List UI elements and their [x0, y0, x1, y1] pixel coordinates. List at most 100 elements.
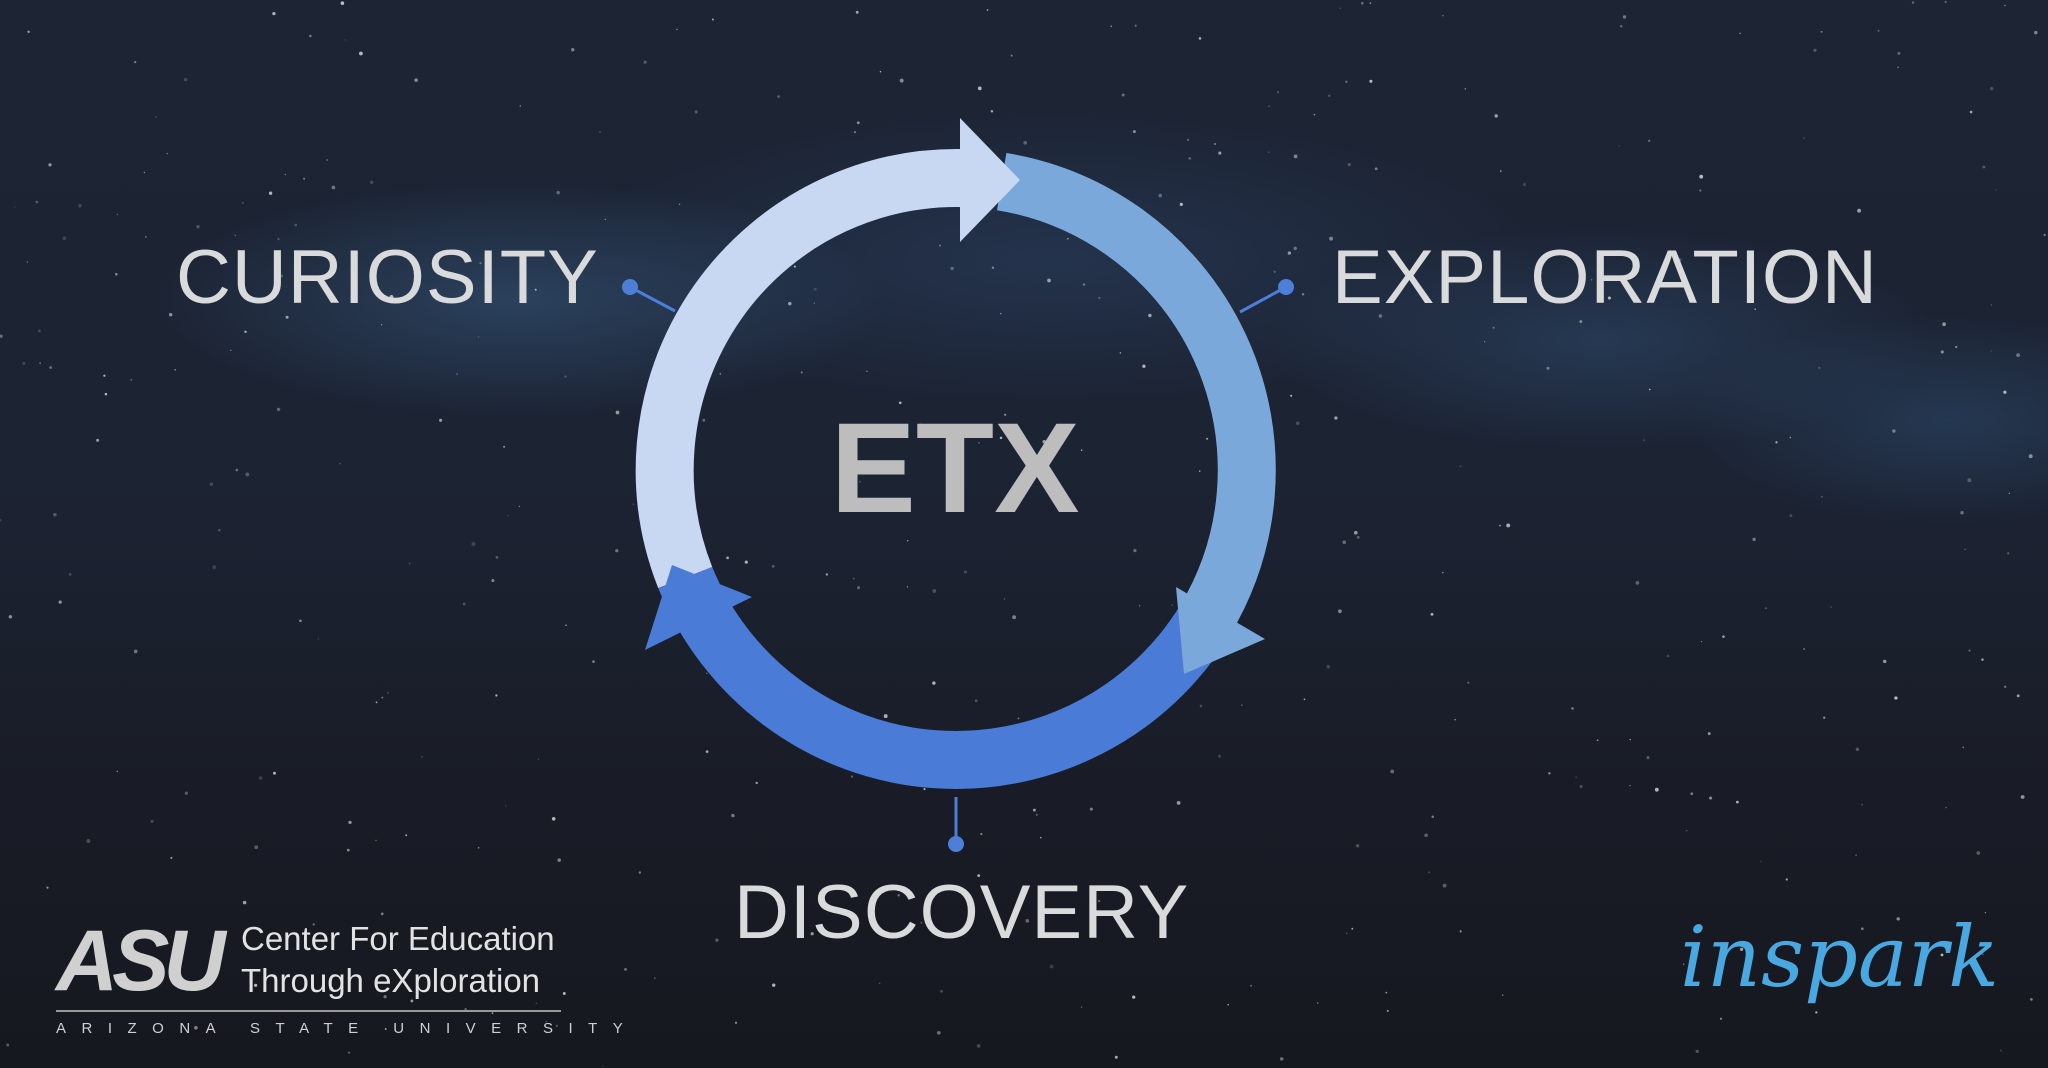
- star: [325, 158, 329, 162]
- star: [1579, 784, 1583, 789]
- star: [1736, 800, 1739, 804]
- star: [906, 586, 909, 588]
- star: [35, 200, 39, 204]
- star: [899, 78, 904, 83]
- star: [2016, 353, 2020, 357]
- star: [1098, 885, 1102, 889]
- star: [1003, 598, 1006, 600]
- star: [744, 560, 748, 564]
- star: [1442, 14, 1444, 17]
- star: [1823, 716, 1826, 719]
- star: [857, 586, 861, 590]
- star: [1338, 609, 1342, 614]
- star: [556, 190, 560, 195]
- star: [1134, 24, 1137, 27]
- star: [1722, 635, 1725, 638]
- star: [1682, 963, 1685, 966]
- star: [1218, 151, 1222, 155]
- star: [932, 589, 937, 593]
- star: [1369, 79, 1373, 83]
- star: [800, 371, 803, 374]
- star: [1820, 30, 1823, 33]
- star: [906, 540, 909, 542]
- star: [1430, 612, 1434, 616]
- star: [615, 410, 620, 415]
- star: [1522, 182, 1526, 187]
- star: [1944, 0, 1947, 4]
- star: [1442, 571, 1444, 574]
- star: [1700, 640, 1703, 643]
- star: [939, 989, 944, 993]
- star: [653, 977, 656, 979]
- star: [1648, 388, 1651, 391]
- discovery-arc: [658, 566, 1230, 789]
- star: [48, 163, 52, 167]
- star: [1442, 883, 1447, 888]
- star: [562, 992, 566, 995]
- star: [1132, 130, 1136, 134]
- star: [990, 109, 994, 113]
- star: [22, 361, 26, 365]
- star: [1374, 167, 1378, 171]
- star: [1067, 237, 1069, 240]
- star: [1386, 1009, 1389, 1012]
- star: [6, 1043, 10, 1047]
- inspark-logo: inspark: [1680, 908, 1999, 1006]
- star: [1940, 953, 1944, 957]
- star: [8, 615, 13, 619]
- star: [1897, 66, 1899, 68]
- star: [1789, 514, 1793, 518]
- star: [115, 272, 118, 276]
- star: [1494, 114, 1498, 118]
- star: [116, 213, 119, 216]
- exploration-arrowhead: [1176, 587, 1265, 674]
- curiosity-arrowhead: [960, 118, 1020, 242]
- star: [1339, 7, 1341, 9]
- star: [1982, 165, 1986, 169]
- star: [381, 696, 384, 699]
- star: [963, 570, 967, 574]
- star: [1428, 871, 1430, 873]
- star: [1035, 813, 1038, 816]
- star: [879, 71, 882, 73]
- star: [346, 848, 350, 852]
- star: [978, 442, 980, 444]
- star: [495, 556, 499, 559]
- star: [715, 938, 719, 942]
- asu-university-name: ARIZONA STATE UNIVERSITY: [56, 1020, 639, 1037]
- star: [810, 932, 814, 936]
- star: [519, 105, 521, 107]
- star: [643, 60, 647, 64]
- star: [1303, 698, 1306, 701]
- star: [380, 324, 383, 326]
- star: [1049, 964, 1054, 969]
- star: [464, 1008, 467, 1011]
- star: [923, 788, 926, 791]
- star: [157, 940, 159, 942]
- star: [241, 201, 244, 204]
- star: [1098, 296, 1101, 300]
- star: [866, 370, 868, 372]
- star: [294, 223, 297, 227]
- center-label: ETX: [830, 397, 1080, 540]
- star: [918, 423, 923, 428]
- star: [1171, 604, 1173, 606]
- star: [507, 515, 509, 517]
- star: [1677, 257, 1682, 262]
- discovery-connector: [948, 797, 964, 852]
- star: [1894, 696, 1898, 700]
- star: [1176, 801, 1181, 805]
- star: [1199, 704, 1203, 708]
- star: [1250, 984, 1252, 987]
- star: [1089, 807, 1093, 811]
- star: [170, 856, 173, 859]
- star: [1622, 15, 1627, 19]
- star: [1690, 792, 1694, 796]
- star: [53, 512, 57, 517]
- star: [1813, 48, 1817, 52]
- star: [0, 519, 2, 522]
- star: [939, 244, 941, 247]
- star: [273, 771, 276, 775]
- star: [1989, 86, 1994, 91]
